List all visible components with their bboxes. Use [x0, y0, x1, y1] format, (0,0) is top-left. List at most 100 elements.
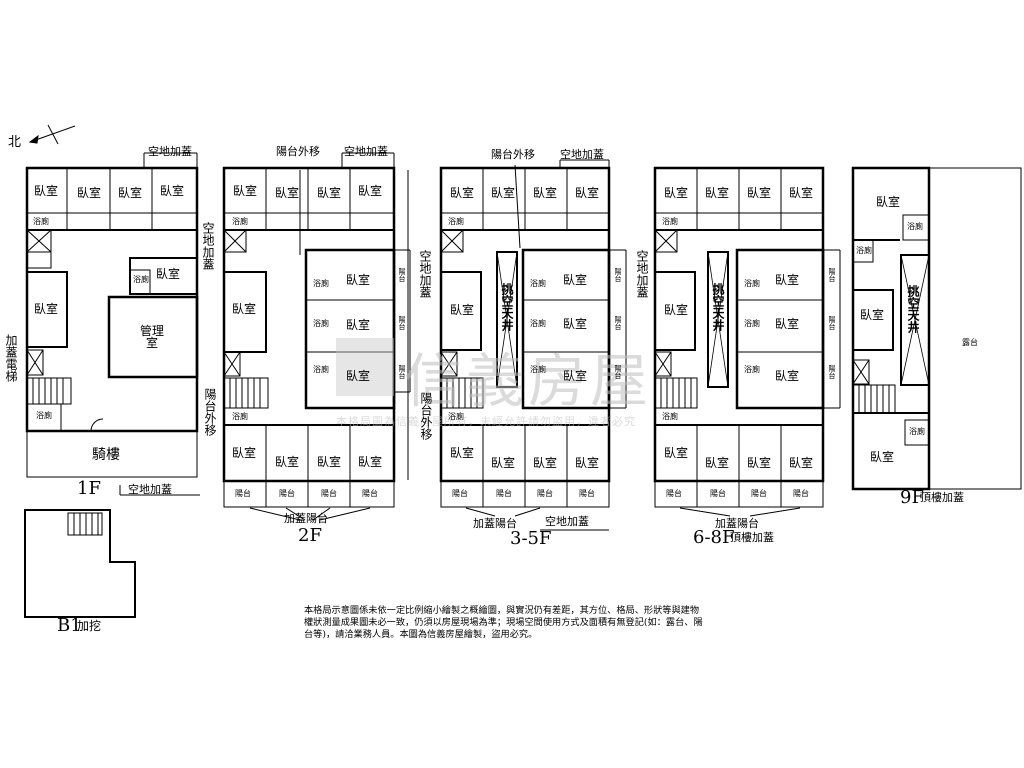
annex-side-label: 空地加蓋	[418, 250, 432, 298]
plan-3-5f	[439, 159, 627, 531]
bedroom-label: 臥室	[160, 184, 185, 198]
bedroom-label: 臥室	[232, 302, 257, 316]
bedroom-label: 臥室	[346, 369, 371, 383]
bedroom-label: 臥室	[563, 273, 588, 287]
balcony-label: 陽台	[496, 489, 512, 498]
floor-label-6-8f: 6-8F	[693, 527, 735, 548]
bedroom-label: 臥室	[876, 195, 901, 209]
bath-label: 浴廁	[133, 275, 149, 284]
plan-b1	[24, 509, 136, 618]
bedroom-label: 臥室	[275, 455, 300, 469]
bedroom-label: 臥室	[491, 456, 516, 470]
bedroom-label: 臥室	[860, 308, 885, 322]
bedroom-label: 臥室	[533, 456, 558, 470]
annex-label: 空地加蓋	[128, 483, 172, 496]
bedroom-label: 臥室	[358, 455, 383, 469]
balcony-label: 陽台	[614, 365, 622, 379]
bedroom-label: 臥室	[450, 186, 475, 200]
bedroom-label: 臥室	[664, 186, 689, 200]
balcony-label: 陽台	[828, 268, 836, 282]
balcony-label: 陽台	[398, 268, 406, 282]
balcony-moved-side-label: 陽台外移	[203, 388, 217, 436]
bath-label: 浴廁	[530, 279, 546, 288]
bedroom-label: 臥室	[317, 186, 342, 200]
bath-label: 浴廁	[530, 319, 546, 328]
atrium-label: 挑空天井	[500, 283, 514, 331]
bath-label: 浴廁	[313, 279, 329, 288]
balcony-label: 陽台	[828, 316, 836, 330]
balcony-label: 陽台	[398, 365, 406, 379]
floor-suffix-6-8f: 頂樓加蓋	[730, 531, 774, 544]
annex-label: 空地加蓋	[148, 145, 192, 158]
annex-label: 空地加蓋	[560, 148, 604, 161]
balcony-label: 陽台	[614, 316, 622, 330]
balcony-label: 陽台	[614, 268, 622, 282]
plan-6-8f	[653, 166, 841, 517]
bath-label: 浴廁	[744, 319, 760, 328]
bath-label: 浴廁	[744, 279, 760, 288]
balcony-label: 陽台	[579, 489, 595, 498]
bedroom-label: 臥室	[789, 186, 814, 200]
bath-label: 浴廁	[909, 427, 925, 436]
balcony-label: 陽台	[279, 489, 295, 498]
annex-side-label: 空地加蓋	[201, 222, 215, 270]
bath-label: 浴廁	[313, 365, 329, 374]
added-balcony-label: 加蓋陽台	[473, 517, 517, 530]
bath-label: 浴廁	[232, 412, 248, 421]
floor-label-9f: 9F	[900, 487, 924, 508]
balcony-label: 陽台	[666, 489, 682, 498]
bedroom-label: 臥室	[450, 303, 475, 317]
bedroom-label: 臥室	[233, 184, 258, 198]
annex-label: 空地加蓋	[344, 145, 388, 158]
bedroom-label: 臥室	[705, 456, 730, 470]
office-label: 管理室	[140, 324, 165, 350]
bedroom-label: 臥室	[533, 186, 558, 200]
floor-label-2f: 2F	[298, 525, 322, 546]
plan-1f	[25, 152, 200, 496]
bedroom-label: 臥室	[34, 184, 59, 198]
bedroom-label: 臥室	[118, 186, 143, 200]
north-label: 北	[8, 135, 22, 150]
elevator-label: 加蓋電梯	[4, 334, 18, 382]
bath-label: 浴廁	[856, 246, 872, 255]
floor-suffix-9f: 頂樓加蓋	[920, 491, 964, 504]
north-arrow-icon	[28, 124, 76, 145]
terrace-label: 露台	[962, 338, 978, 347]
balcony-label: 陽台	[828, 365, 836, 379]
floor-label-3-5f: 3-5F	[510, 528, 552, 549]
annex-label: 空地加蓋	[545, 515, 589, 528]
bedroom-label: 臥室	[563, 317, 588, 331]
watermark-brand: 信義房屋	[404, 347, 653, 415]
bedroom-label: 臥室	[450, 446, 475, 460]
balcony-label: 陽台	[793, 489, 809, 498]
bedroom-label: 臥室	[705, 186, 730, 200]
plan-9f	[851, 166, 1022, 491]
floor-note-b1: 加挖	[77, 619, 102, 633]
bath-label: 浴廁	[530, 365, 546, 374]
atrium-label: 挑空天井	[906, 285, 920, 333]
bedroom-label: 臥室	[789, 456, 814, 470]
arcade-label: 騎樓	[92, 447, 120, 463]
annex-side-label: 空地加蓋	[635, 250, 649, 298]
balcony-label: 陽台	[398, 316, 406, 330]
bedroom-label: 臥室	[775, 273, 800, 287]
bath-label: 浴廁	[36, 411, 52, 420]
bedroom-label: 臥室	[491, 186, 516, 200]
floor-label-b1: B1	[57, 615, 82, 636]
balcony-label: 陽台	[362, 489, 378, 498]
bedroom-label: 臥室	[664, 446, 689, 460]
balcony-moved-label: 陽台外移	[276, 145, 320, 158]
atrium-label: 挑空天井	[711, 283, 725, 331]
added-balcony-label: 加蓋陽台	[284, 512, 328, 525]
watermark-notice: 本格局圖為信義房屋所有，未經允許請勿盜用，違者必究	[336, 415, 636, 428]
bath-label: 浴廁	[33, 217, 49, 226]
bedroom-label: 臥室	[232, 446, 257, 460]
bath-label: 浴廁	[448, 412, 464, 421]
bedroom-label: 臥室	[358, 184, 383, 198]
bedroom-label: 臥室	[317, 455, 342, 469]
bedroom-label: 臥室	[775, 317, 800, 331]
balcony-moved-label: 陽台外移	[491, 148, 535, 161]
balcony-label: 陽台	[321, 489, 337, 498]
